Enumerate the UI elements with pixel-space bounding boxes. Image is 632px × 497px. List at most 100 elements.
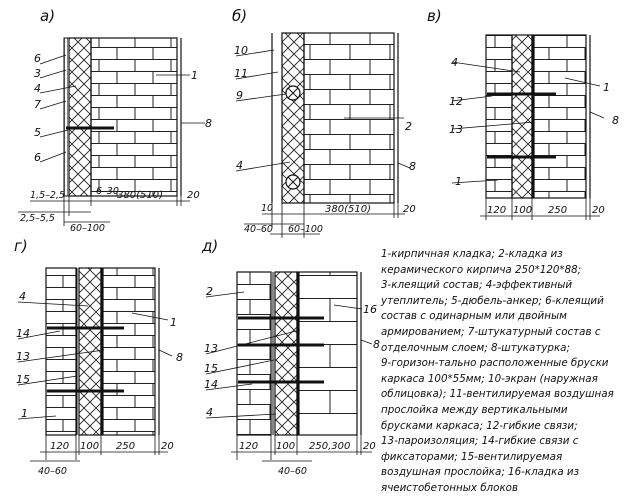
panel-g-outer-brick [45,267,77,436]
panel-b-dim-60-100: 60–100 [288,224,323,235]
panel-g-dim-120: 120 [50,441,69,452]
panel-g-dim-250: 250 [116,441,135,452]
panel-g-label-8: 8 [176,351,183,364]
wall-sections-drawing: а) 6 3 4 7 5 6 1 8 [14,7,619,477]
panel-d-label-2: 2 [206,285,213,298]
panel-d-label-13: 13 [204,342,218,355]
legend-line: прослойка между вертикальными [381,403,568,416]
panel-b-label-9: 9 [236,89,243,102]
panel-d-dim-40-60: 40–60 [278,466,307,477]
legend-line: керамического кирпича 250*120*88; [381,263,582,276]
panel-d-label-8: 8 [373,338,380,351]
panel-b-leaders [235,49,411,172]
panel-g-inner-brick [100,267,156,436]
panel-d-dim-100: 100 [276,441,295,452]
panel-a-brick-masonry [90,37,178,197]
panel-a-title: а) [40,7,55,25]
panel-v-leaders [451,61,605,184]
panel-d-dimension-lines [231,435,372,462]
legend-line: каркаса 100*55мм; 10-экран (наружная [381,372,598,385]
panel-a-insulation [68,37,92,197]
panel-d-label-15: 15 [204,362,218,375]
panel-a-label-4: 4 [34,82,41,95]
panel-d-leaders [205,291,373,419]
panel-g: г) 4 14 13 15 1 1 8 [14,237,183,477]
panel-b-dim-10: 10 [261,203,273,214]
panel-g-insulation [78,267,102,436]
panel-v-title: в) [427,7,442,25]
panel-d-cellular-blocks [296,271,358,436]
panel-a-dim-6-30: 6–30 [96,186,119,197]
panel-d-label-14: 14 [204,378,218,391]
legend-line: утеплитель; 5-дюбель-анкер; 6-клеящий [381,294,604,307]
panel-d: д) 2 13 15 14 4 16 8 [201,237,380,477]
panel-v: в) 4 12 13 1 1 8 120 100 [427,7,619,220]
panel-a-dim-1-5-2-5: 1,5–2,5 [30,190,65,201]
panel-v-label-8: 8 [612,114,619,127]
legend-line: армированием; 7-штукатурный состав с [381,325,601,338]
panel-a: а) 6 3 4 7 5 6 1 8 [18,7,212,234]
panel-a-leaders [39,54,205,163]
panel-a-label-7: 7 [34,98,41,111]
panel-b-dim-40-60: 40–60 [244,224,273,235]
panel-v-label-12: 12 [449,95,463,108]
panel-g-dim-40-60: 40–60 [38,466,67,477]
panel-b-title: б) [232,7,247,25]
panel-g-label-13: 13 [16,350,30,363]
panel-a-label-5: 5 [34,126,41,139]
legend-line: 3-клеящий состав; 4-эффективный [381,279,573,292]
panel-a-dimension-lines [18,196,190,226]
legend-line: отделочным слоем; 8-штукатурка; [381,341,570,354]
legend-line: 9-горизон-тально расположенные бруски [381,357,609,370]
legend-line: брусками каркаса; 12-гибкие связи; [381,419,578,432]
panel-a-dim-2-5-5-5: 2,5–5,5 [20,213,55,224]
legend-line: облицовка); 11-вентилируемая воздушная [381,388,614,401]
panel-d-label-4: 4 [206,406,213,419]
panel-v-label-1a: 1 [455,175,462,188]
panel-v-insulation [511,34,533,199]
panel-d-dim-20: 20 [363,441,376,452]
panel-b-frame-bar-lower [285,174,301,190]
panel-v-label-13: 13 [449,123,463,136]
panel-b-label-10: 10 [234,44,248,57]
panel-g-label-4: 4 [19,290,26,303]
panel-a-label-8: 8 [205,117,212,130]
panel-a-plaster-layer [63,37,70,197]
panel-g-dim-20: 20 [161,441,174,452]
legend-line: воздушная прослойка; 16-кладка из [381,466,580,479]
panel-b-dim-20: 20 [403,204,416,215]
panel-b-dimension-lines [244,203,405,238]
panel-v-dimension-lines [480,198,600,220]
panel-v-label-4: 4 [451,56,458,69]
panel-b-dim-380-510: 380(510) [325,204,371,215]
panel-b-label-4: 4 [236,159,243,172]
panel-a-dim-60-100: 60–100 [70,223,105,234]
panel-d-insulation [274,271,298,436]
panel-b: б) 10 11 9 4 2 8 [232,7,416,238]
panel-d-dim-120: 120 [239,441,258,452]
panel-b-label-2: 2 [405,120,412,133]
legend: 1-кирпичная кладка; 2-кладка из керамиче… [381,247,626,497]
panel-a-label-6a: 6 [34,52,41,65]
panel-a-dim-380-510: 380(510) [117,190,163,201]
panel-v-label-1b: 1 [603,81,610,94]
panel-v-inner-brick [531,34,587,199]
panel-a-label-3: 3 [34,67,41,80]
panel-v-dim-20: 20 [592,205,605,216]
legend-line: ячеистобетонных блоков [381,481,519,494]
panel-a-dim-20: 20 [187,190,200,201]
panel-g-label-14: 14 [16,327,30,340]
panel-b-frame-bar-upper [285,85,301,101]
panel-a-label-6b: 6 [34,151,41,164]
panel-b-label-11: 11 [234,67,248,80]
panel-g-leaders [17,301,173,420]
panel-g-label-1a: 1 [21,407,28,420]
panel-g-dim-100: 100 [80,441,99,452]
legend-line: 1-кирпичная кладка; 2-кладка из [381,248,563,260]
legend-line: фиксаторами; 15-вентилируемая [381,450,563,463]
panel-v-dim-100: 100 [513,205,532,216]
panel-g-label-1b: 1 [170,316,177,329]
panel-a-label-1: 1 [191,69,198,82]
panel-v-dim-120: 120 [487,205,506,216]
panel-b-label-8: 8 [409,160,416,173]
